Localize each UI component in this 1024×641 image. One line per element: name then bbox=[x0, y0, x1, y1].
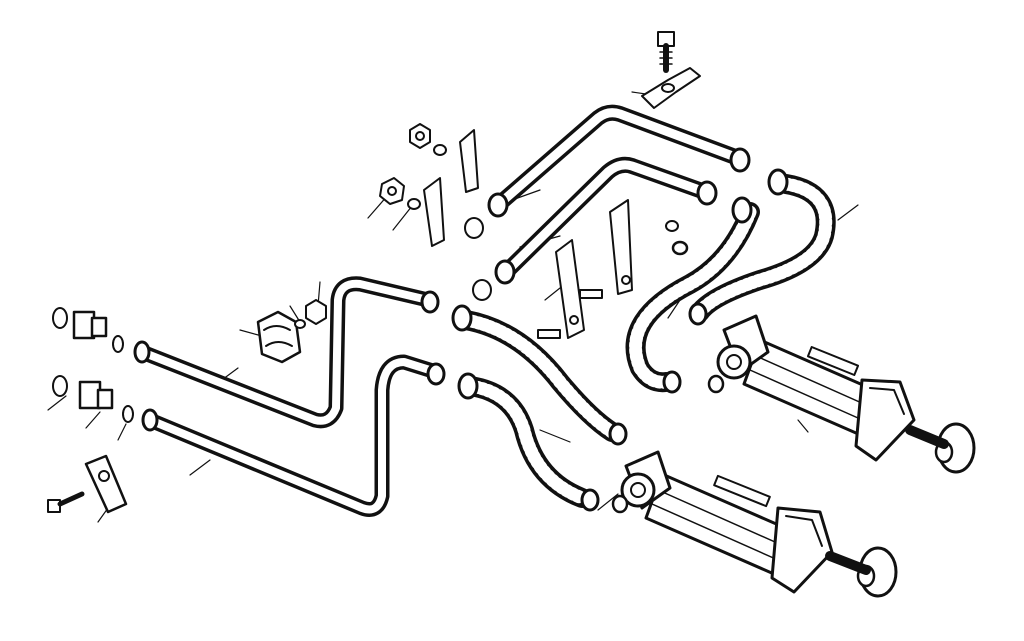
top-bolt-icon bbox=[657, 31, 675, 73]
washer-icon bbox=[407, 198, 421, 210]
steel-pipe-left-lower bbox=[141, 354, 446, 517]
top-clamp-icon bbox=[641, 67, 701, 109]
washer-icon bbox=[433, 144, 447, 156]
nut-icon bbox=[409, 123, 431, 149]
steel-pipe-left-upper bbox=[133, 276, 440, 429]
bracket-icon bbox=[84, 454, 128, 514]
nut-icon bbox=[379, 177, 405, 205]
clamp-icon bbox=[423, 129, 479, 247]
bracket-plates bbox=[537, 199, 633, 339]
flexible-hose-4 bbox=[688, 168, 836, 326]
nut-icon bbox=[305, 299, 327, 325]
steel-pipe-middle-bent bbox=[494, 156, 718, 285]
o-ring-icon bbox=[464, 217, 492, 301]
flexible-hose-3 bbox=[625, 196, 760, 394]
flexible-hose-2 bbox=[457, 372, 600, 512]
flexible-hose-1 bbox=[451, 304, 628, 446]
bolt-icon bbox=[47, 491, 85, 513]
hydraulic-cylinder-upper bbox=[716, 314, 976, 474]
steel-pipe-upper-bent bbox=[487, 104, 751, 218]
clamp-block-icon bbox=[256, 310, 302, 364]
adapters-o-rings bbox=[52, 307, 134, 423]
washer-icon bbox=[294, 319, 306, 329]
fitting-icon bbox=[611, 220, 725, 514]
hydraulic-cylinder-lower bbox=[620, 450, 898, 598]
